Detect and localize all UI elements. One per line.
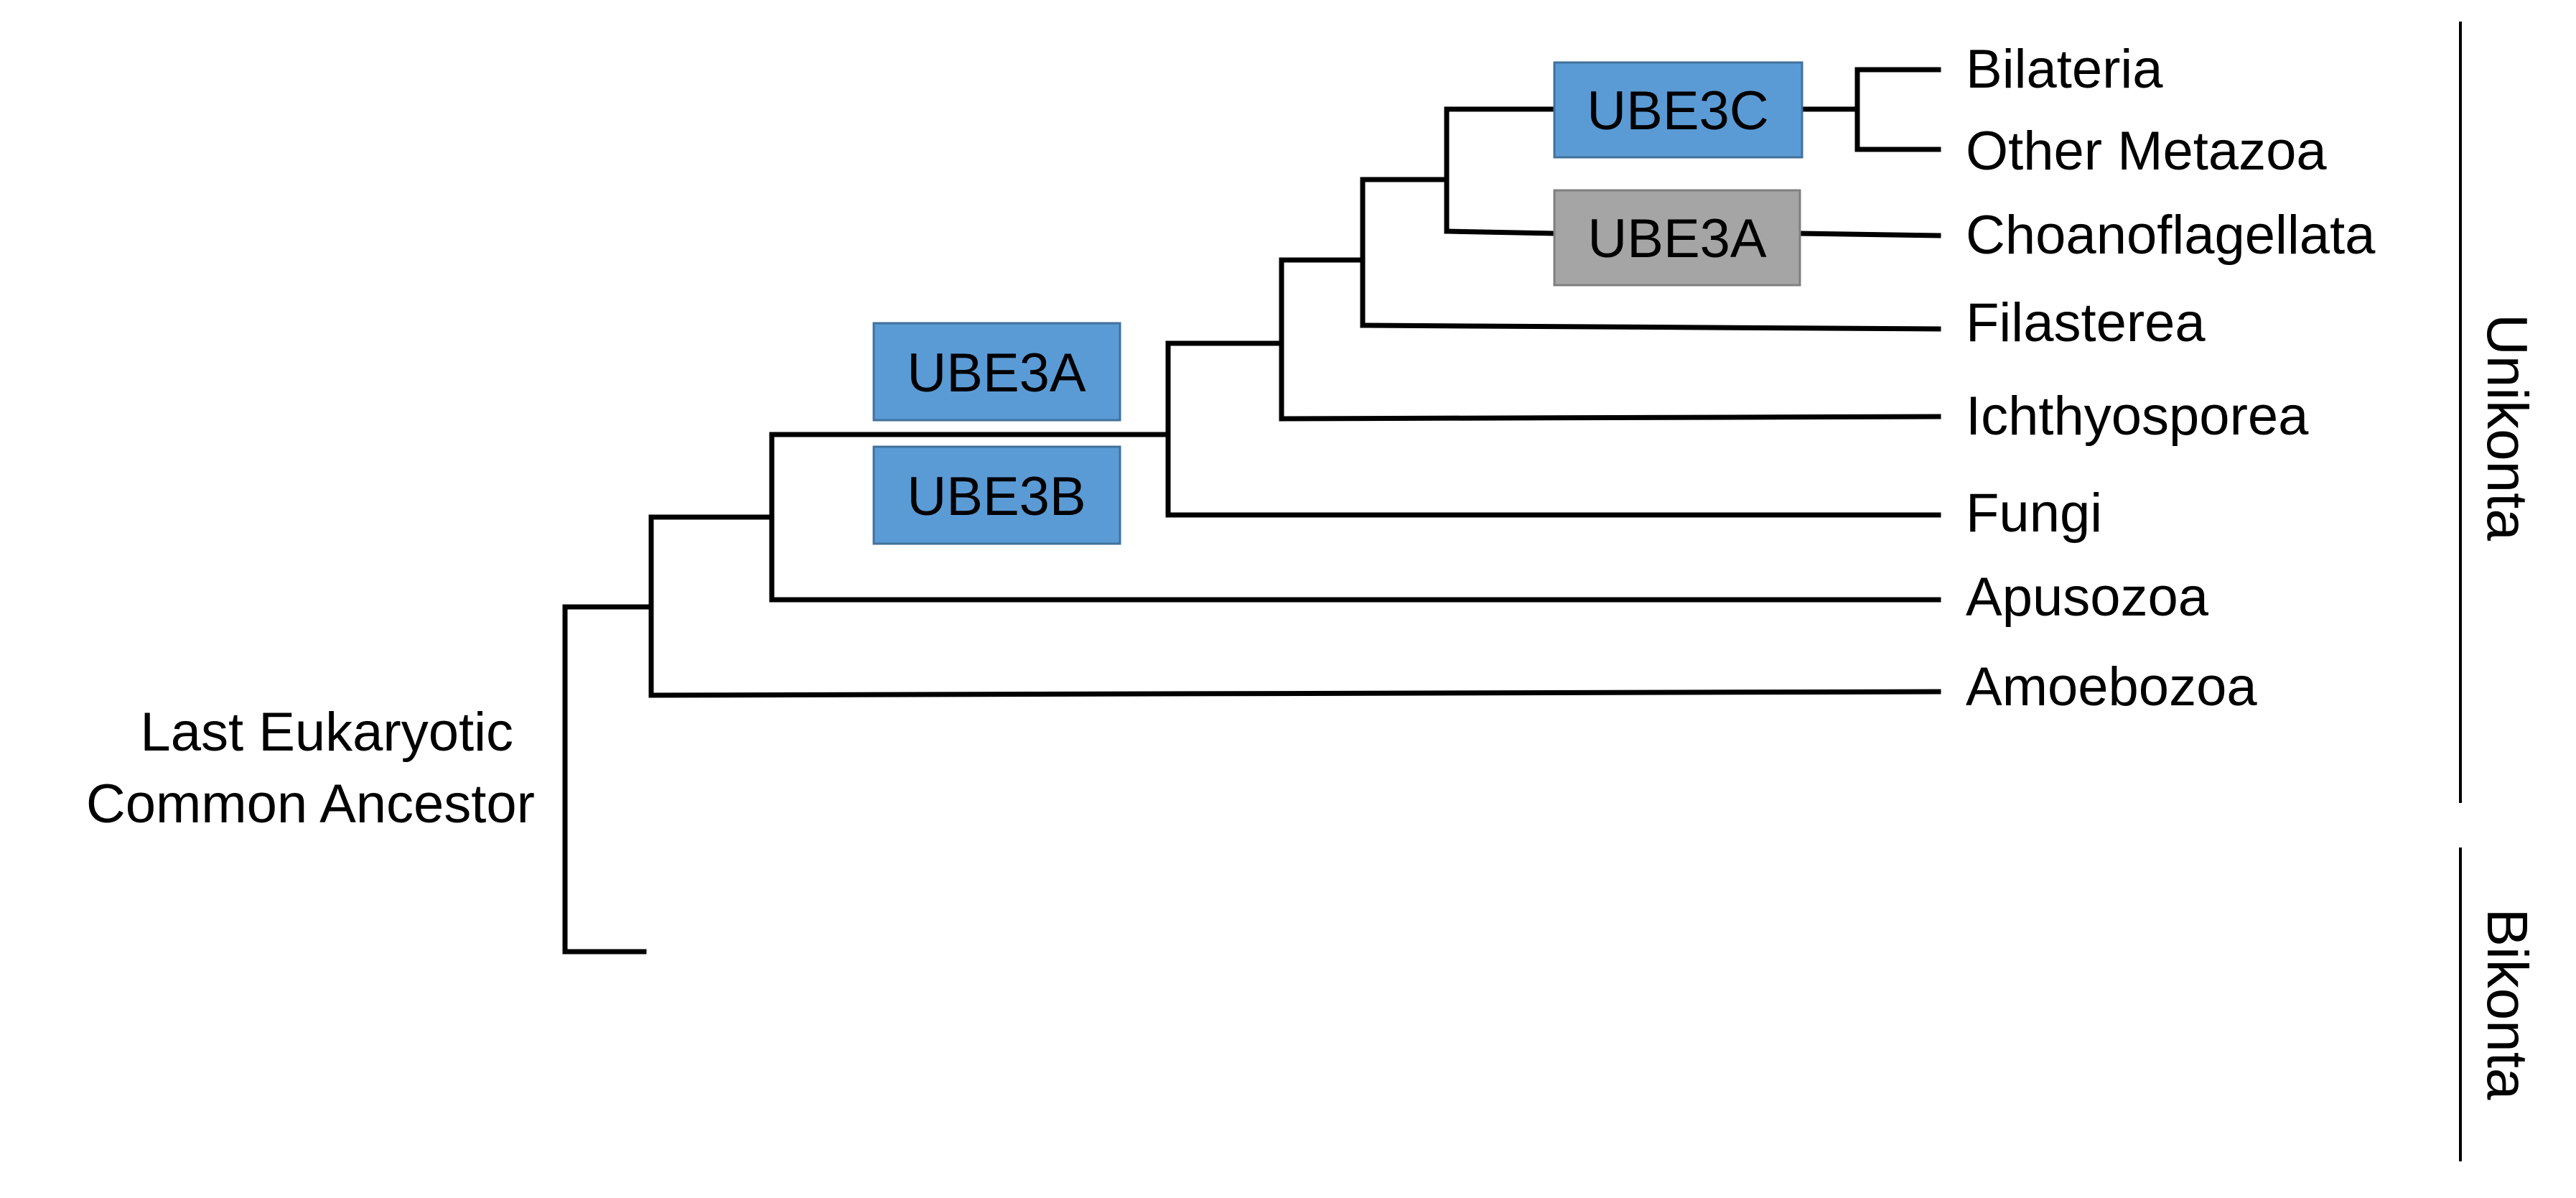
gene-box-ube3a-choano: UBE3A bbox=[1553, 189, 1801, 287]
group-label-bikonta: Bikonta bbox=[2475, 909, 2539, 1100]
branch-amoebozoa bbox=[648, 689, 1941, 698]
gene-label-ube3a-early: UBE3A bbox=[907, 343, 1086, 404]
taxon-ichthyosporea: Ichthyosporea bbox=[1966, 386, 2309, 447]
group-label-unikonta: Unikonta bbox=[2475, 314, 2539, 541]
root-node bbox=[562, 604, 647, 955]
root-label-line1: Last Eukaryotic bbox=[140, 702, 513, 763]
taxon-apusozoa: Apusozoa bbox=[1966, 567, 2209, 628]
gene-label-ube3b-early: UBE3B bbox=[907, 466, 1086, 527]
taxon-fungi: Fungi bbox=[1966, 483, 2102, 544]
taxon-amoebozoa: Amoebozoa bbox=[1966, 656, 2257, 718]
branch-filasterea bbox=[1360, 322, 1941, 332]
branch-to-ube3a-choano bbox=[1444, 228, 1557, 236]
branch-choanoflagellata bbox=[1797, 231, 1941, 238]
root-label-line2: Common Ancestor bbox=[86, 774, 535, 835]
gene-box-ube3c: UBE3C bbox=[1553, 61, 1803, 159]
gene-label-ube3a-choano: UBE3A bbox=[1587, 208, 1767, 269]
taxon-filasterea: Filasterea bbox=[1966, 292, 2206, 353]
gene-box-ube3b-early: UBE3B bbox=[872, 445, 1121, 545]
gene-box-ube3a-early: UBE3A bbox=[872, 322, 1121, 422]
taxon-choanoflagellata: Choanoflagellata bbox=[1966, 205, 2376, 266]
taxon-other-metazoa: Other Metazoa bbox=[1966, 121, 2327, 182]
branch-ichthyosporea bbox=[1279, 414, 1941, 422]
taxon-bilateria: Bilateria bbox=[1966, 39, 2163, 100]
gene-label-ube3c: UBE3C bbox=[1587, 80, 1768, 141]
